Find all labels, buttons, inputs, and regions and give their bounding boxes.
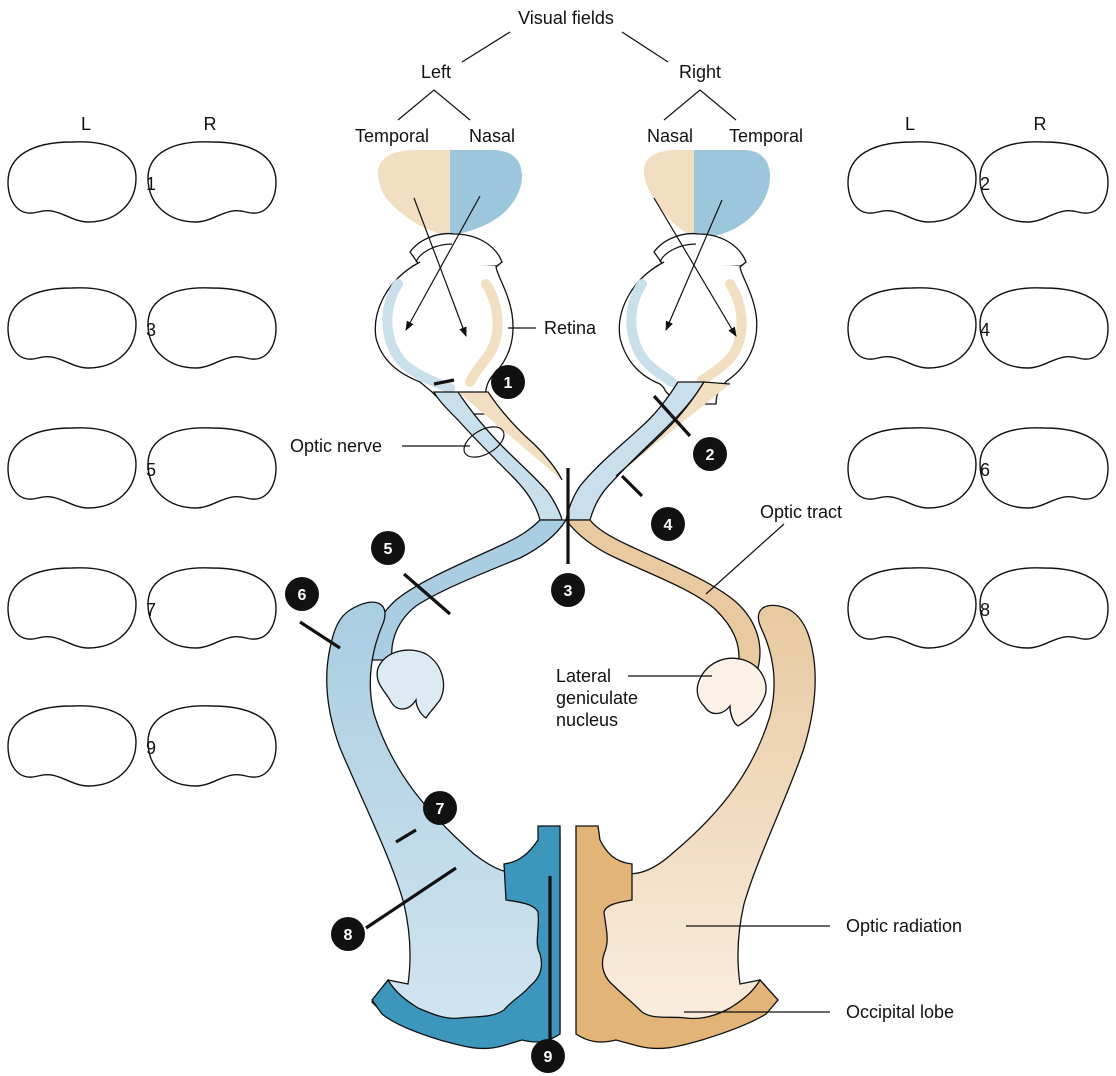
optic-nerve-label: Optic nerve bbox=[290, 436, 382, 456]
right-eye bbox=[619, 234, 756, 404]
optic-tract-label: Optic tract bbox=[760, 502, 842, 522]
lgn-label-line1: Lateral bbox=[556, 666, 611, 686]
field-defect-number: 9 bbox=[146, 738, 156, 758]
visual-fields-tree: Visual fields Left Right Temporal Nasal … bbox=[355, 8, 803, 146]
field-defect-9-left-eye bbox=[8, 700, 152, 792]
field-defect-3-right-eye bbox=[148, 282, 292, 374]
field-defect-7-right-eye bbox=[148, 568, 292, 654]
field-defect-6-left-eye bbox=[848, 422, 992, 508]
field-defect-number: 5 bbox=[146, 460, 156, 480]
lgn-label-line3: nucleus bbox=[556, 710, 618, 730]
retina-label: Retina bbox=[544, 318, 597, 338]
svg-text:1: 1 bbox=[504, 375, 513, 392]
svg-text:7: 7 bbox=[436, 801, 445, 818]
occipital-lobe-label: Occipital lobe bbox=[846, 1002, 954, 1022]
lesion-marker-7: 7 bbox=[423, 791, 457, 825]
field-defect-number: 2 bbox=[980, 174, 990, 194]
field-column-headers: L R L R bbox=[81, 114, 1047, 134]
lesion-marker-6: 6 bbox=[285, 577, 319, 611]
field-defect-7: 7 bbox=[8, 568, 292, 654]
optic-radiation-label: Optic radiation bbox=[846, 916, 962, 936]
lesion-marker-1: 1 bbox=[491, 365, 525, 399]
right-col-L: L bbox=[905, 114, 915, 134]
field-defect-number: 6 bbox=[980, 460, 990, 480]
field-defect-3-left-eye bbox=[0, 282, 136, 374]
field-defect-4-left-eye bbox=[848, 288, 976, 368]
lesion-marker-3: 3 bbox=[551, 573, 585, 607]
field-defect-3: 3 bbox=[0, 282, 292, 374]
right-col-R: R bbox=[1034, 114, 1047, 134]
optic-pathways bbox=[371, 382, 760, 668]
field-defect-6: 6 bbox=[848, 422, 1116, 508]
field-defect-6-right-eye bbox=[980, 422, 1116, 508]
field-defect-9-right-eye bbox=[148, 700, 292, 792]
field-defect-1-right-eye bbox=[148, 142, 276, 222]
lesion-marker-4: 4 bbox=[651, 507, 685, 541]
left-col-L: L bbox=[81, 114, 91, 134]
lesion-marker-9: 9 bbox=[531, 1039, 565, 1073]
field-defect-number: 3 bbox=[146, 320, 156, 340]
field-defect-5-right-eye bbox=[148, 422, 292, 514]
left-eye-field bbox=[378, 150, 522, 236]
field-defect-number: 1 bbox=[146, 174, 156, 194]
lesion-marker-5: 5 bbox=[371, 531, 405, 565]
field-defect-8-right-eye bbox=[980, 562, 1116, 654]
left-col-R: R bbox=[204, 114, 217, 134]
field-defect-5-left-eye bbox=[8, 422, 152, 514]
visual-fields-title: Visual fields bbox=[518, 8, 614, 28]
nasal-left-label: Nasal bbox=[469, 126, 515, 146]
field-defect-9: 9 bbox=[8, 700, 292, 792]
lgn-label-line2: geniculate bbox=[556, 688, 638, 708]
field-defect-4: 4 bbox=[848, 282, 1108, 374]
svg-text:5: 5 bbox=[384, 541, 393, 558]
field-defect-2-left-eye bbox=[848, 142, 976, 222]
field-defect-7-left-eye bbox=[8, 568, 152, 654]
left-label: Left bbox=[421, 62, 451, 82]
svg-text:3: 3 bbox=[564, 583, 573, 600]
lesion-marker-8: 8 bbox=[331, 917, 365, 951]
optic-radiation-right bbox=[576, 605, 815, 1048]
svg-text:6: 6 bbox=[298, 587, 307, 604]
optic-radiation-left bbox=[327, 602, 560, 1048]
temporal-left-label: Temporal bbox=[355, 126, 429, 146]
right-label: Right bbox=[679, 62, 721, 82]
svg-text:8: 8 bbox=[344, 927, 353, 944]
field-defect-number: 8 bbox=[980, 600, 990, 620]
nasal-right-label: Nasal bbox=[647, 126, 693, 146]
field-defect-number: 7 bbox=[146, 600, 156, 620]
field-defect-8: 8 bbox=[848, 562, 1116, 654]
svg-text:2: 2 bbox=[706, 447, 715, 464]
temporal-right-label: Temporal bbox=[729, 126, 803, 146]
field-defect-number: 4 bbox=[980, 320, 990, 340]
field-defect-8-left-eye bbox=[848, 562, 992, 654]
right-eye-field bbox=[644, 150, 770, 237]
field-defect-5: 5 bbox=[8, 422, 292, 514]
lesion-marker-2: 2 bbox=[693, 437, 727, 471]
field-defect-2: 2 bbox=[848, 136, 1116, 228]
field-defect-1-left-eye bbox=[8, 142, 136, 222]
svg-text:9: 9 bbox=[544, 1049, 553, 1066]
field-defect-1: 1 bbox=[8, 142, 276, 222]
svg-text:4: 4 bbox=[664, 517, 673, 534]
